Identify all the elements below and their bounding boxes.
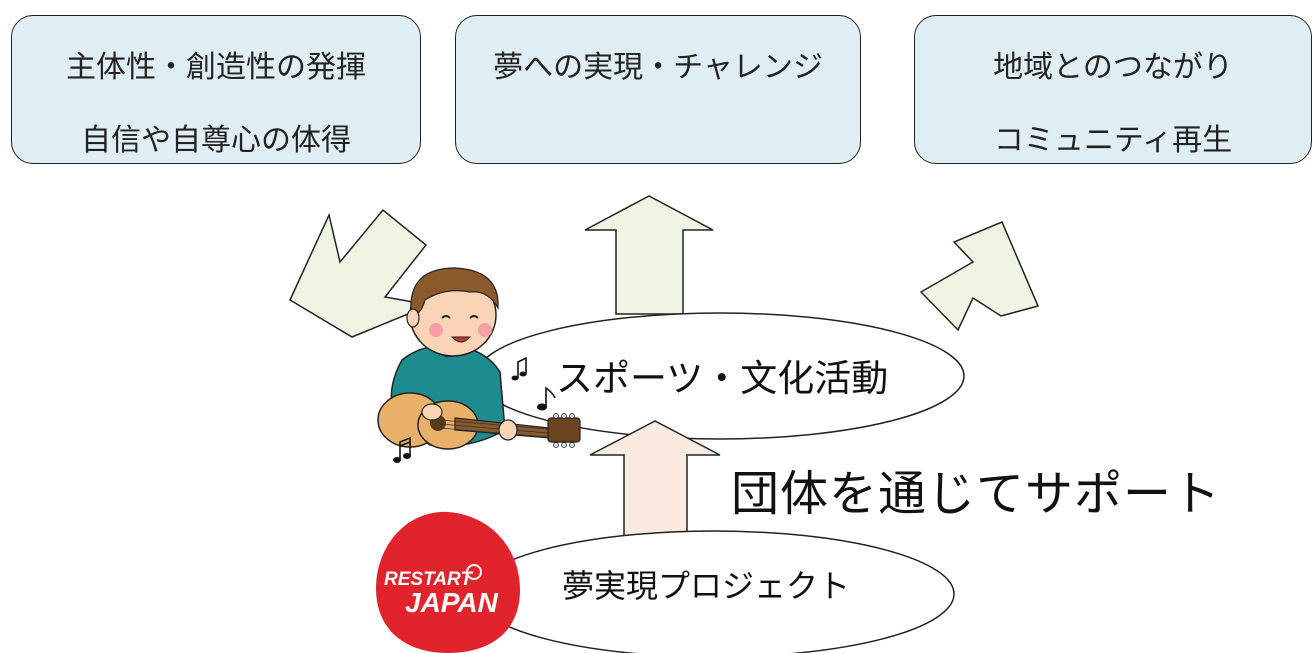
project-label: 夢実現プロジェクト (562, 567, 851, 605)
restart-japan-logo: RESTART JAPAN (376, 511, 520, 653)
logo-text-restart: RESTART (384, 569, 473, 590)
support-arrow (589, 420, 721, 541)
arrow-to-dream-challenge (584, 195, 714, 315)
arrow-to-community (919, 221, 1040, 332)
support-label: 団体を通じてサポート (731, 466, 1222, 522)
goal-box-dream-challenge: 夢への実現・チャレンジ (455, 15, 861, 164)
music-note-icon (537, 386, 556, 411)
goal-text-self-esteem: 自信や自尊心の体得 (81, 123, 351, 158)
goal-text-community-revival: コミュニティ再生 (993, 123, 1233, 158)
arrow-to-initiative (289, 208, 433, 338)
music-note-icon (393, 436, 411, 463)
activity-label: スポーツ・文化活動 (556, 357, 889, 400)
goal-box-initiative: 主体性・創造性の発揮 自信や自尊心の体得 (11, 15, 421, 164)
goal-text-local-connection: 地域とのつながり (993, 50, 1233, 85)
boy-playing-guitar-illustration (377, 267, 581, 450)
goal-text-initiative: 主体性・創造性の発揮 (66, 50, 366, 85)
goal-text-dream-challenge: 夢への実現・チャレンジ (493, 50, 823, 85)
music-note-icon (511, 356, 527, 381)
goal-box-community: 地域とのつながり コミュニティ再生 (914, 15, 1312, 164)
logo-text-japan: JAPAN (405, 587, 499, 618)
